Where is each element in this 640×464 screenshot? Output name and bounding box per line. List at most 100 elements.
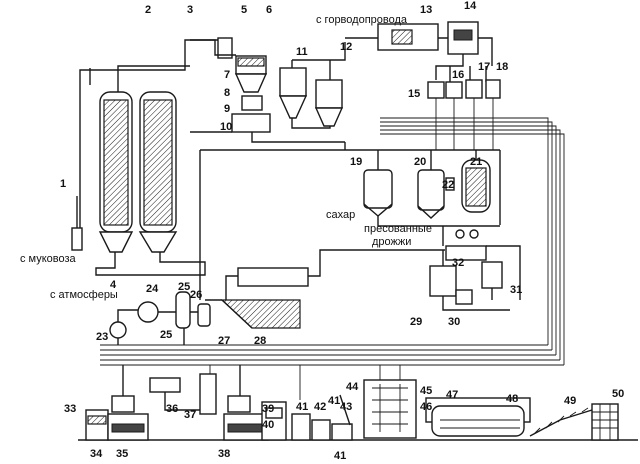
ref-22: 22: [442, 179, 454, 191]
hopper-12: [314, 79, 344, 127]
moulder-39-40: [261, 401, 287, 441]
ref-2: 2: [145, 4, 151, 16]
ref-37: 37: [184, 409, 196, 421]
ref-17: 17: [478, 61, 490, 73]
sugar-label: сахар: [326, 209, 355, 221]
ref-31: 31: [510, 284, 522, 296]
flour-sifter: [190, 37, 345, 143]
ref-18: 18: [496, 61, 508, 73]
ref-10: 10: [220, 121, 232, 133]
flour-truck-label: с муковоза: [20, 253, 77, 265]
air-pipes: [117, 309, 198, 345]
ref-21: 21: [470, 156, 482, 168]
ref-29: 29: [410, 316, 422, 328]
storage-rack-50: [591, 403, 619, 441]
ref-41b: 41: [328, 395, 340, 407]
ref-20: 20: [414, 156, 426, 168]
ref-35: 35: [116, 448, 128, 460]
ref-30: 30: [448, 316, 460, 328]
hopper-11: [278, 67, 308, 119]
oven-loader-44-46: [363, 379, 417, 439]
valve-26: [197, 303, 211, 327]
ref-32: 32: [452, 257, 464, 269]
proofer-36: [149, 377, 210, 411]
ref-34: 34: [90, 448, 103, 460]
ref-11: 11: [296, 46, 308, 58]
water-meter-15: [427, 81, 445, 99]
ref-47: 47: [446, 389, 458, 401]
air-filter-25: [175, 291, 191, 329]
mixer-pipes: [442, 226, 521, 311]
ref-23: 23: [96, 331, 108, 343]
ref-41c: 41: [334, 450, 346, 462]
ref-24: 24: [146, 283, 159, 295]
ref-5: 5: [241, 4, 247, 16]
ref-4: 4: [110, 279, 117, 291]
ref-9: 9: [224, 103, 230, 115]
dosing-valve-22: [445, 177, 455, 191]
ref-8: 8: [224, 87, 230, 99]
ref-42: 42: [314, 401, 326, 413]
ref-41: 41: [296, 401, 308, 413]
ref-39: 39: [262, 403, 274, 415]
line-feed-pipes: [209, 365, 401, 400]
ref-6: 6: [266, 4, 272, 16]
tank-20: [417, 169, 445, 219]
oven-47-48: [425, 397, 531, 437]
ref-15: 15: [408, 88, 420, 100]
tank-19: [363, 169, 393, 217]
divider-38: [223, 365, 269, 441]
ref-12: 12: [340, 41, 352, 53]
water-heater-14: [447, 21, 479, 55]
ref-25b: 25: [160, 329, 172, 341]
ref-33: 33: [64, 403, 76, 415]
water-meter-18: [485, 79, 501, 99]
ref-44: 44: [346, 381, 359, 393]
water-pipes: [345, 37, 493, 82]
ref-7: 7: [224, 69, 230, 81]
ref-25: 25: [178, 281, 190, 293]
rounder-37: [199, 373, 217, 415]
dispenser-32: [445, 229, 487, 261]
mixer-31: [481, 261, 503, 289]
ref-27: 27: [218, 335, 230, 347]
water-meter-17: [465, 79, 483, 99]
ref-45: 45: [420, 385, 432, 397]
air-valve-24: [137, 301, 159, 323]
dough-trough-28: [220, 267, 309, 329]
tank-21: [461, 159, 491, 213]
ref-1: 1: [60, 178, 66, 190]
flour-silo-left: [98, 91, 134, 253]
water-drop-lines: [435, 98, 494, 150]
water-tank-13: [377, 23, 439, 51]
flour-silo-right: [138, 91, 178, 253]
ref-43: 43: [340, 401, 352, 413]
conveyor-41-43: [291, 394, 353, 441]
pump-30: [455, 289, 473, 305]
ref-19: 19: [350, 156, 362, 168]
ref-14: 14: [464, 0, 477, 12]
trough-pipes: [205, 249, 445, 301]
hopper-pipes: [291, 42, 346, 129]
ref-16: 16: [452, 69, 464, 81]
water-meter-16: [445, 81, 463, 99]
flour-truck-inlet: [71, 196, 83, 251]
ref-48: 48: [506, 393, 518, 405]
ref-40: 40: [262, 419, 274, 431]
cooling-conveyor-49: [529, 407, 593, 437]
pressed-yeast-label-1: пресованные: [364, 223, 432, 235]
ref-50: 50: [612, 388, 624, 400]
divider-34-35: [107, 365, 149, 441]
ref-28: 28: [254, 335, 266, 347]
ref-3: 3: [187, 4, 193, 16]
ref-13: 13: [420, 4, 432, 16]
ref-36: 36: [166, 403, 178, 415]
atmosphere-label: с атмосферы: [50, 289, 118, 301]
tank-connect-pipes: [199, 142, 501, 300]
machine-33: [85, 409, 109, 441]
ref-49: 49: [564, 395, 576, 407]
water-supply-label: с горводопровода: [316, 14, 408, 26]
silo-fill-pipe: [89, 65, 190, 92]
ref-26: 26: [190, 289, 202, 301]
